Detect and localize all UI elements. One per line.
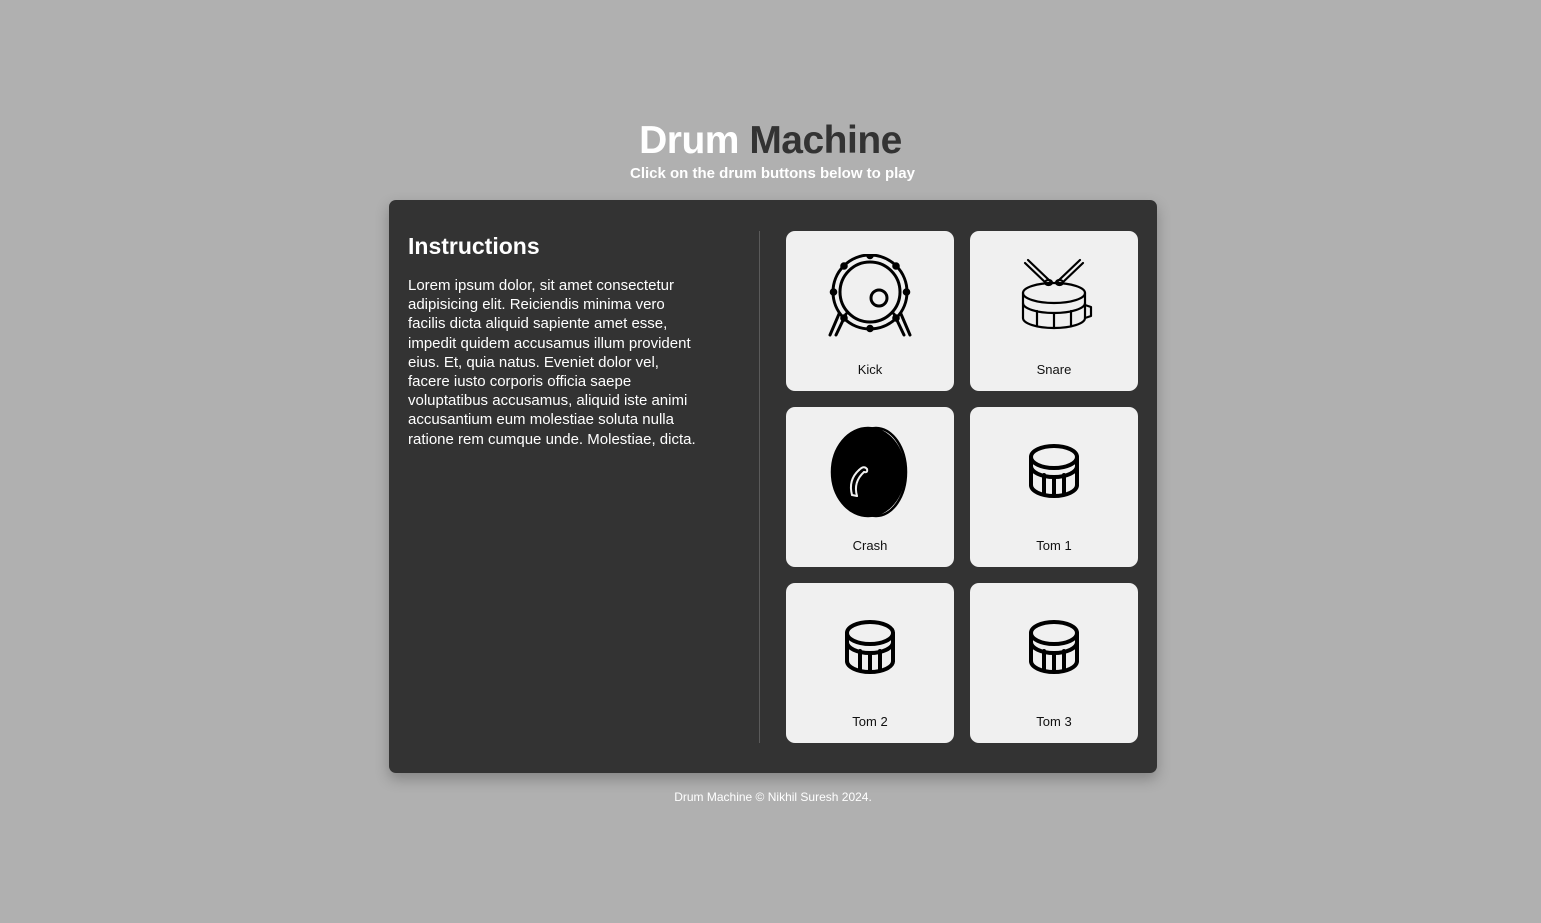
tom2-pad-button[interactable]: Tom 2	[786, 583, 954, 743]
snare-pad-label: Snare	[1036, 362, 1072, 377]
kick-pad-button[interactable]: Kick	[786, 231, 954, 391]
crash-pad-label: Crash	[852, 538, 888, 553]
tom3-pad-label: Tom 3	[1036, 714, 1072, 729]
drum-machine-panel: Instructions Lorem ipsum dolor, sit amet…	[389, 200, 1157, 773]
tom1-pad-button[interactable]: Tom 1	[970, 407, 1138, 567]
bass-drum-icon	[786, 231, 954, 361]
tom2-pad-label: Tom 2	[852, 714, 888, 729]
page-subtitle: Click on the drum buttons below to play	[629, 165, 915, 182]
title-word-drum: Drum	[639, 119, 739, 162]
tom-drum-icon	[786, 583, 954, 713]
tom-drum-icon	[970, 407, 1138, 537]
title-word-machine: Machine	[749, 119, 902, 162]
tom-drum-icon	[970, 583, 1138, 713]
page-title: Drum Machine	[0, 118, 1541, 164]
tom3-pad-button[interactable]: Tom 3	[970, 583, 1138, 743]
cymbal-icon	[786, 407, 954, 537]
snare-pad-button[interactable]: Snare	[970, 231, 1138, 391]
crash-pad-button[interactable]: Crash	[786, 407, 954, 567]
snare-drum-icon	[970, 231, 1138, 361]
footer-copyright: Drum Machine © Nikhil Suresh 2024.	[674, 790, 872, 804]
panel-divider	[759, 231, 760, 743]
tom1-pad-label: Tom 1	[1036, 538, 1072, 553]
instructions-heading: Instructions	[408, 233, 540, 259]
kick-pad-label: Kick	[857, 362, 883, 377]
instructions-text: Lorem ipsum dolor, sit amet consectetur …	[408, 277, 696, 448]
